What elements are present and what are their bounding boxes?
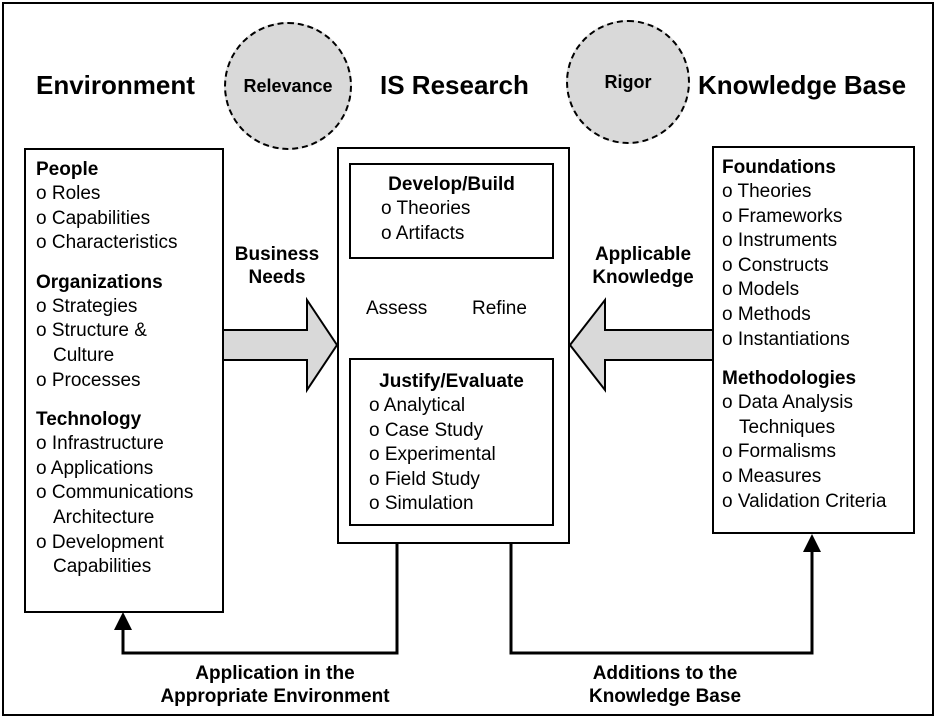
justify-item: o Case Study: [369, 419, 484, 441]
additions-arrow: [509, 543, 814, 655]
methodologies-item: o Measures: [722, 465, 822, 487]
organizations-item: o Structure &: [36, 320, 147, 342]
additions-line: Knowledge Base: [588, 686, 742, 707]
environment-box: People o Roles o Capabilities o Characte…: [24, 148, 224, 613]
foundations-item: o Theories: [722, 181, 812, 202]
is-research-heading: IS Research: [380, 70, 529, 100]
people-item: o Roles: [36, 183, 101, 204]
knowledge-base-heading: Knowledge Base: [698, 70, 907, 100]
foundations-item: o Constructs: [722, 254, 829, 276]
relevance-circle: Relevance: [224, 22, 352, 150]
applicable-knowledge-arrow: [568, 297, 714, 393]
business-needs-line: Business: [234, 244, 320, 265]
additions-label: Additions to the Knowledge Base: [565, 662, 765, 708]
rigor-label: Rigor: [604, 71, 652, 92]
technology-item: o Infrastructure: [36, 433, 164, 455]
applicable-knowledge-line: Applicable: [594, 244, 692, 265]
applicable-knowledge-line: Knowledge: [592, 267, 694, 288]
foundations-item: o Frameworks: [722, 205, 843, 227]
foundations-title: Foundations: [722, 157, 836, 178]
foundations-item: o Instantiations: [722, 328, 850, 350]
justify-evaluate-title: Justify/Evaluate: [379, 371, 524, 392]
develop-build-box: Develop/Build o Theories o Artifacts: [349, 163, 554, 259]
technology-item: Architecture: [53, 506, 155, 528]
develop-item: o Theories: [381, 198, 471, 219]
foundations-item: o Models: [722, 279, 800, 301]
justify-item: o Experimental: [369, 444, 496, 466]
applicable-knowledge-label: Applicable Knowledge: [580, 243, 706, 289]
justify-evaluate-box: Justify/Evaluate o Analytical o Case Stu…: [349, 358, 554, 526]
develop-build-title: Develop/Build: [388, 174, 515, 195]
methodologies-item: Techniques: [739, 416, 836, 438]
justify-item: o Field Study: [369, 468, 480, 490]
assess-label: Assess: [366, 298, 428, 319]
technology-title: Technology: [36, 409, 142, 431]
business-needs-label: Business Needs: [222, 243, 332, 289]
technology-item: o Applications: [36, 457, 154, 479]
foundations-item: o Methods: [722, 303, 811, 325]
justify-item: o Analytical: [369, 395, 466, 416]
methodologies-item: o Data Analysis: [722, 392, 853, 414]
technology-item: o Communications: [36, 482, 194, 504]
additions-line: Additions to the: [592, 663, 738, 684]
application-line: Application in the: [195, 663, 355, 684]
develop-item: o Artifacts: [381, 222, 465, 244]
organizations-item: Culture: [53, 344, 115, 366]
technology-item: o Development: [36, 531, 164, 553]
people-title: People: [36, 159, 99, 180]
rigor-circle: Rigor: [566, 20, 690, 144]
foundations-item: o Instruments: [722, 230, 838, 252]
relevance-label: Relevance: [243, 75, 333, 96]
organizations-title: Organizations: [36, 271, 163, 293]
business-needs-line: Needs: [248, 267, 306, 288]
application-label: Application in the Appropriate Environme…: [150, 662, 400, 708]
organizations-item: o Processes: [36, 369, 141, 391]
people-item: o Capabilities: [36, 207, 151, 229]
methodologies-item: o Formalisms: [722, 441, 837, 463]
application-line: Appropriate Environment: [160, 686, 390, 707]
organizations-item: o Strategies: [36, 295, 138, 317]
technology-item: Capabilities: [53, 556, 152, 578]
application-arrow: [121, 543, 399, 655]
people-item: o Characteristics: [36, 232, 178, 254]
environment-heading: Environment: [36, 70, 195, 100]
knowledge-base-box: Foundations o Theories o Frameworks o In…: [712, 146, 915, 534]
business-needs-arrow: [222, 296, 339, 394]
justify-item: o Simulation: [369, 493, 474, 515]
methodologies-item: o Validation Criteria: [722, 490, 887, 512]
methodologies-title: Methodologies: [722, 368, 857, 390]
refine-label: Refine: [472, 298, 527, 319]
